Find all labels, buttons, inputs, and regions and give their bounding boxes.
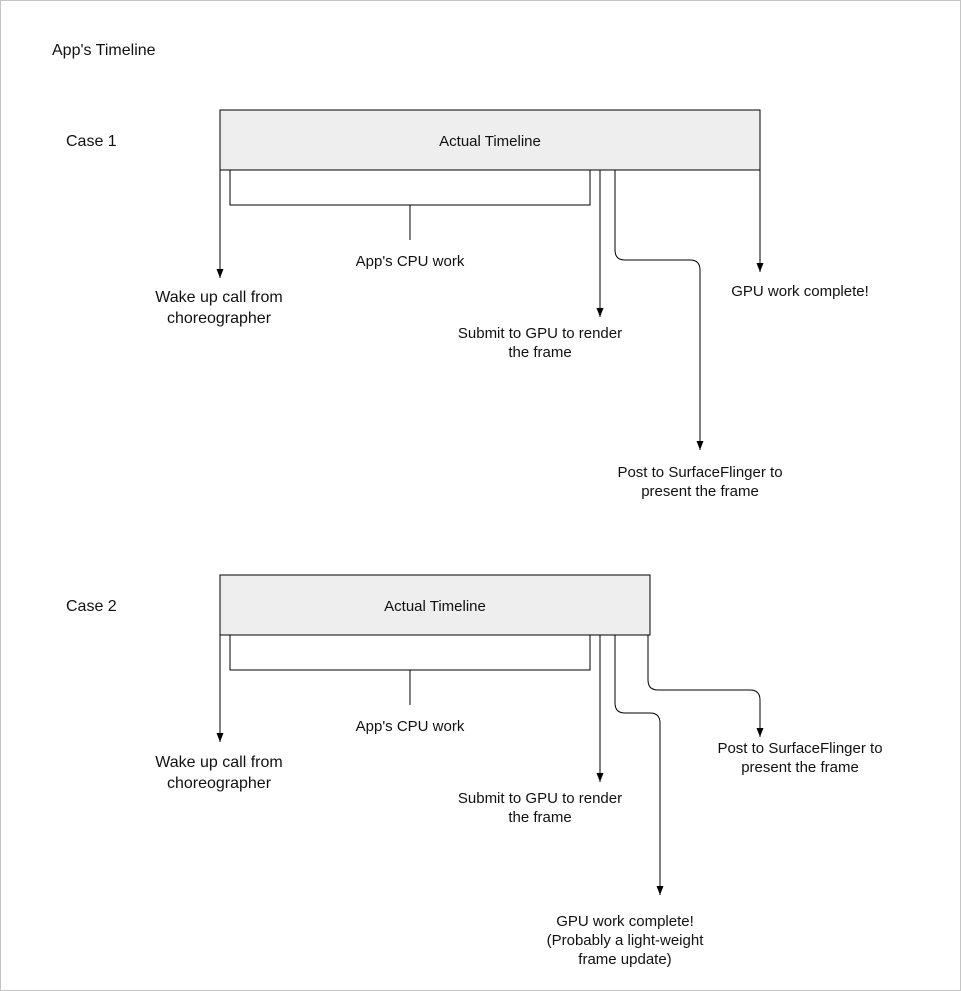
case1-gpu-complete-label: GPU work complete!: [731, 283, 869, 300]
case2-post-label-line2: present the frame: [741, 759, 859, 776]
case2-gpu-complete-label-line1: GPU work complete!: [556, 913, 694, 930]
case1-wakeup-label-line2: choreographer: [167, 310, 272, 327]
case1-timeline-label: Actual Timeline: [439, 133, 541, 150]
case1-wakeup-label-line1: Wake up call from: [155, 289, 282, 306]
case2-gpu-complete-label-line3: frame update): [578, 951, 671, 968]
case1-post-surfaceflinger-connector: [614, 170, 704, 450]
case1-timeline-box: [219, 109, 761, 171]
case1-post-label-line2: present the frame: [641, 483, 759, 500]
case2-post-label-line1: Post to SurfaceFlinger to: [717, 740, 882, 757]
case2-wakeup-label-line1: Wake up call from: [155, 754, 282, 771]
page-title: App's Timeline: [52, 42, 156, 59]
case1-label: Case 1: [66, 133, 117, 150]
case2-cpu-bracket: [229, 635, 591, 671]
case2-wakeup-label-line2: choreographer: [167, 775, 272, 792]
case1-submit-label-line2: the frame: [508, 344, 571, 361]
case1-submit-label-line1: Submit to GPU to render: [458, 325, 622, 342]
case2-gpu-complete-connector: [614, 635, 664, 895]
case2-post-surfaceflinger-connector: [647, 635, 764, 737]
case-2-group: Case 2 Actual Timeline Wake up call from…: [66, 574, 883, 968]
case2-timeline-label: Actual Timeline: [384, 598, 486, 615]
case2-cpu-label: App's CPU work: [356, 718, 465, 735]
case-1-group: Case 1 Actual Timeline Wake up call from…: [66, 109, 869, 500]
case2-submit-label-line2: the frame: [508, 809, 571, 826]
case2-submit-label-line1: Submit to GPU to render: [458, 790, 622, 807]
case1-post-label-line1: Post to SurfaceFlinger to: [617, 464, 782, 481]
case2-gpu-complete-label-line2: (Probably a light-weight: [547, 932, 705, 949]
case2-label: Case 2: [66, 598, 117, 615]
case1-cpu-bracket: [229, 170, 591, 206]
case1-cpu-label: App's CPU work: [356, 253, 465, 270]
case2-timeline-box: [219, 574, 651, 636]
